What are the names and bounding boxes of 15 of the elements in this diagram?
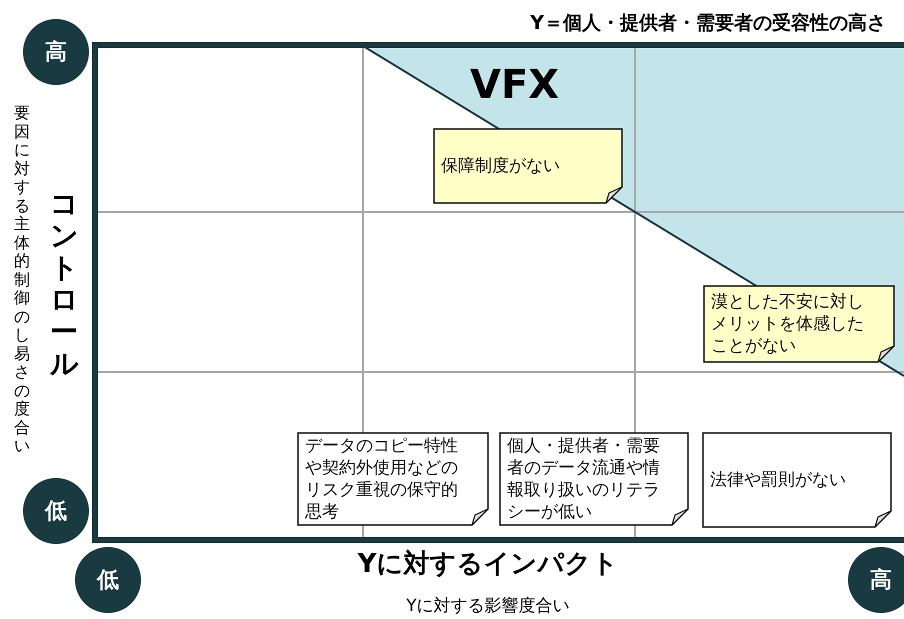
sticky-note: 漠とした不安に対しメリットを体感したことがない [703, 285, 895, 363]
quadrant-label: VFX [470, 62, 560, 108]
chart-title: Y＝個人・提供者・需要者の受容性の高さ [530, 11, 886, 36]
level-badge: 高 [23, 19, 89, 85]
level-badge: 低 [23, 478, 89, 544]
axis-subtitle: 要因に対する主体的制御のし易さの度合い [14, 104, 30, 456]
sticky-note: データのコピー特性や契約外使用などのリスク重視の保守的思考 [297, 432, 489, 526]
sticky-note: 保障制度がない [433, 128, 623, 204]
axis-subtitle: Yに対する影響度合い [406, 595, 570, 617]
sticky-note: 個人・提供者・需要者のデータ流通や情報取り扱いのリテラシーが低い [499, 432, 689, 526]
sticky-note: 法律や罰則がない [702, 432, 892, 528]
axis-title: Yに対するインパクト [358, 548, 618, 581]
level-badge: 高 [848, 547, 904, 613]
axis-title: コントロール [50, 188, 78, 380]
level-badge: 低 [75, 547, 141, 613]
